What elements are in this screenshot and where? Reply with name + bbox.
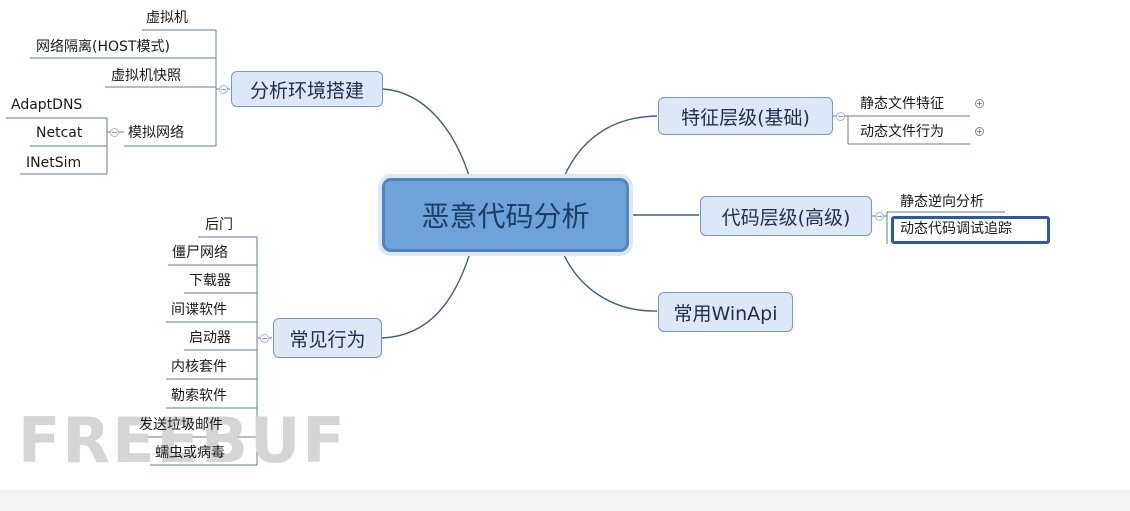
watermark-logo: FREEBUF	[18, 404, 347, 477]
leaf-env-2[interactable]: 虚拟机快照	[111, 68, 181, 84]
leaf-behavior-0[interactable]: 后门	[205, 217, 233, 233]
branch-feature[interactable]: 特征层级(基础)	[658, 97, 833, 135]
expand-toggle-icon[interactable]: +	[975, 127, 984, 136]
link-feature	[562, 115, 658, 180]
leaf-behavior-3[interactable]: 间谍软件	[171, 302, 227, 318]
leaf-env-sub-2[interactable]: INetSim	[26, 155, 82, 171]
leaf-env-0[interactable]: 虚拟机	[146, 10, 188, 26]
collapse-toggle-icon[interactable]: −	[219, 85, 228, 94]
leaf-code-1-selected[interactable]: 动态代码调试追踪	[891, 216, 1050, 244]
leaf-behavior-1[interactable]: 僵尸网络	[172, 245, 228, 261]
collapse-toggle-icon[interactable]: −	[260, 334, 269, 343]
leaf-behavior-2[interactable]: 下载器	[189, 273, 231, 289]
leaf-behavior-5[interactable]: 内核套件	[171, 359, 227, 375]
link-behavior	[381, 252, 471, 339]
branch-behavior[interactable]: 常见行为	[273, 318, 382, 358]
root-node[interactable]: 恶意代码分析	[382, 178, 629, 252]
leaf-feature-1[interactable]: 动态文件行为	[860, 124, 944, 140]
leaf-env-sub-0[interactable]: AdaptDNS	[11, 97, 83, 113]
leaf-feature-0[interactable]: 静态文件特征	[860, 96, 944, 112]
link-env	[382, 88, 471, 180]
leaf-env-sub-1[interactable]: Netcat	[36, 125, 83, 141]
branch-env[interactable]: 分析环境搭建	[231, 71, 383, 107]
collapse-toggle-icon[interactable]: −	[875, 212, 884, 221]
leaf-behavior-4[interactable]: 启动器	[189, 330, 231, 346]
leaf-behavior-8[interactable]: 蠕虫或病毒	[155, 445, 225, 461]
leaf-env-3[interactable]: 模拟网络	[128, 125, 184, 141]
leaf-behavior-6[interactable]: 勒索软件	[171, 388, 227, 404]
bottom-strip	[0, 490, 1130, 511]
expand-toggle-icon[interactable]: +	[975, 99, 984, 108]
leaf-env-1[interactable]: 网络隔离(HOST模式)	[36, 39, 170, 55]
branch-code[interactable]: 代码层级(高级)	[700, 196, 872, 236]
collapse-toggle-icon[interactable]: −	[110, 128, 119, 137]
link-winapi	[562, 252, 658, 312]
leaf-behavior-7[interactable]: 发送垃圾邮件	[139, 417, 223, 433]
branch-winapi[interactable]: 常用WinApi	[658, 292, 793, 332]
collapse-toggle-icon[interactable]: −	[836, 112, 845, 121]
leaf-code-0[interactable]: 静态逆向分析	[900, 194, 984, 210]
